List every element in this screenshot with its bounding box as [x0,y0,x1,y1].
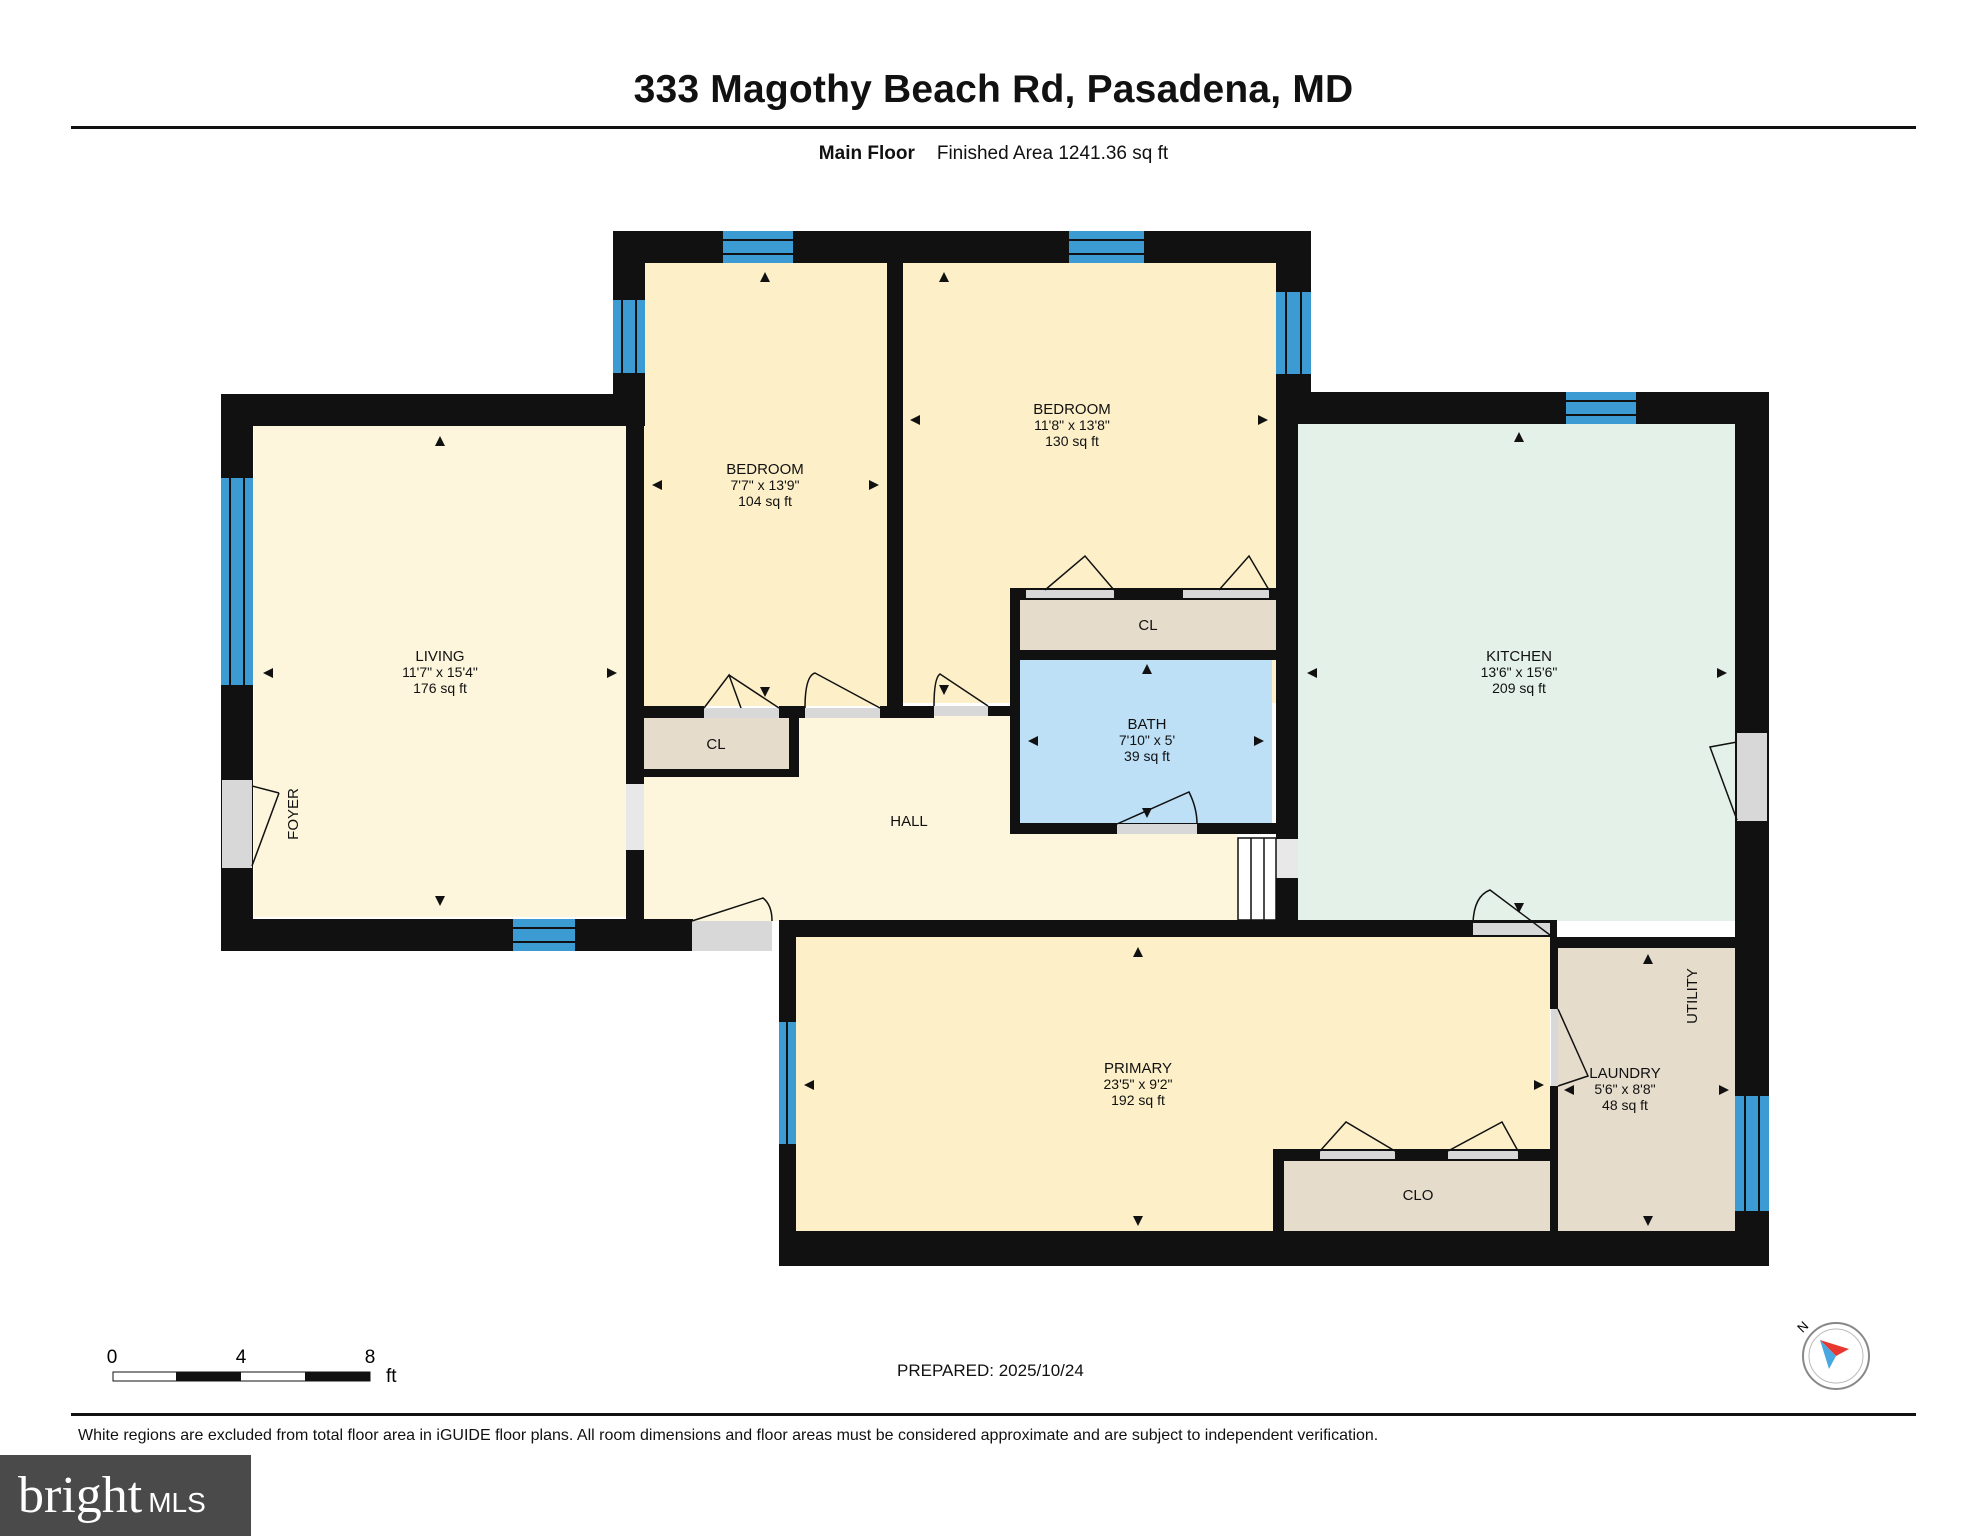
primary-dims: 23'5" x 9'2" [1104,1076,1173,1092]
bright-mls-logo: bright MLS [0,1455,251,1536]
windows [221,231,1769,1211]
kitchen-name: KITCHEN [1486,648,1552,665]
disclaimer-text: White regions are excluded from total fl… [78,1427,1379,1444]
closet-primary [1283,1161,1550,1231]
laundry-name: LAUNDRY [1589,1065,1660,1082]
bedroom1-area: 104 sq ft [738,493,792,509]
scale-label-0: 0 [107,1347,118,1368]
logo-word: bright [18,1466,143,1524]
logo-suffix: MLS [148,1486,206,1518]
bedroom1-name: BEDROOM [726,461,804,478]
compass-north-label: N [1794,1318,1811,1335]
closet-bedroom2 [1020,600,1276,650]
bedroom2-dims: 11'8" x 13'8" [1034,417,1110,433]
closet-primary-name: CLO [1403,1187,1434,1204]
doors [222,554,1767,1159]
laundry-area: 48 sq ft [1602,1097,1648,1113]
kitchen-area: 209 sq ft [1492,680,1546,696]
bath-dims: 7'10" x 5' [1119,732,1175,748]
finished-area: Finished Area 1241.36 sq ft [936,143,1169,164]
closet-bedroom1 [644,718,789,769]
primary-area: 192 sq ft [1111,1092,1165,1108]
foyer-name: FOYER [285,788,302,840]
living-area: 176 sq ft [413,680,467,696]
bedroom2-area: 130 sq ft [1045,433,1099,449]
bath-area: 39 sq ft [1124,748,1170,764]
primary-name: PRIMARY [1104,1060,1172,1077]
page-title: 333 Magothy Beach Rd, Pasadena, MD [633,68,1354,111]
floor-label: Main Floor [818,143,915,164]
prepared-date: PREPARED: 2025/10/24 [897,1361,1084,1380]
utility-name: UTILITY [1684,968,1701,1024]
bedroom-left [644,263,887,706]
laundry-room [1558,948,1735,1231]
closet-bedroom2-name: CL [1138,617,1157,634]
footer-rule [71,1413,1916,1416]
closet-bedroom1-name: CL [706,736,725,753]
scale-label-8: 8 [365,1347,376,1368]
kitchen-room [1298,423,1735,921]
scale-unit: ft [386,1366,397,1387]
bath-room [1020,660,1272,823]
bedroom1-dims: 7'7" x 13'9" [731,477,800,493]
kitchen-dims: 13'6" x 15'6" [1481,664,1558,680]
laundry-dims: 5'6" x 8'8" [1594,1081,1655,1097]
living-name: LIVING [415,648,464,665]
bedroom2-name: BEDROOM [1033,401,1111,418]
bath-name: BATH [1128,716,1167,733]
hall-name: HALL [890,813,928,830]
compass-icon: N [1794,1318,1870,1390]
dimension-arrows [263,272,1729,1226]
living-dims: 11'7" x 15'4" [402,664,478,680]
floor-summary: Main Floor Finished Area 1241.36 sq ft [0,143,1987,165]
header-rule [71,126,1916,129]
scale-label-4: 4 [236,1347,247,1368]
scale-bar: 0 4 8 ft [107,1347,398,1387]
living-room [254,425,626,917]
